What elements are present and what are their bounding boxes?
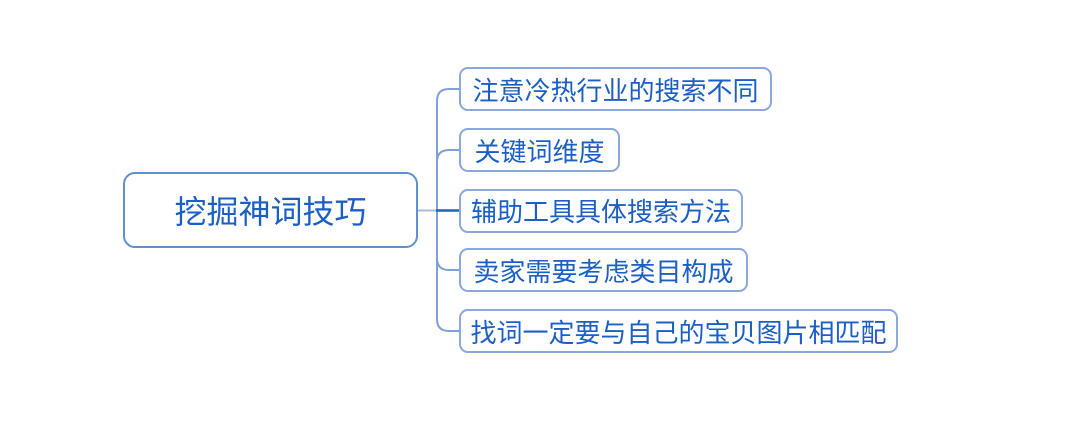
subtopic-node-5[interactable]: 找词一定要与自己的宝贝图片相匹配	[459, 309, 898, 353]
root-topic-node[interactable]: 挖掘神词技巧	[123, 172, 418, 248]
subtopic-label: 找词一定要与自己的宝贝图片相匹配	[470, 318, 887, 348]
subtopic-node-4[interactable]: 卖家需要考虑类目构成	[459, 248, 748, 292]
subtopic-label: 注意冷热行业的搜索不同	[472, 76, 759, 106]
connector-branch-1	[436, 88, 460, 211]
subtopic-node-2[interactable]: 关键词维度	[459, 128, 620, 172]
subtopic-label: 卖家需要考虑类目构成	[473, 257, 734, 287]
connector-branch-4	[436, 210, 460, 271]
subtopic-node-1[interactable]: 注意冷热行业的搜索不同	[459, 67, 772, 111]
connector-branch-5	[436, 210, 460, 332]
subtopic-label: 关键词维度	[474, 137, 605, 167]
connector-branch-2	[436, 149, 460, 211]
subtopic-node-3[interactable]: 辅助工具具体搜索方法	[459, 188, 743, 233]
root-topic-label: 挖掘神词技巧	[174, 194, 367, 230]
subtopic-label: 辅助工具具体搜索方法	[470, 198, 731, 227]
